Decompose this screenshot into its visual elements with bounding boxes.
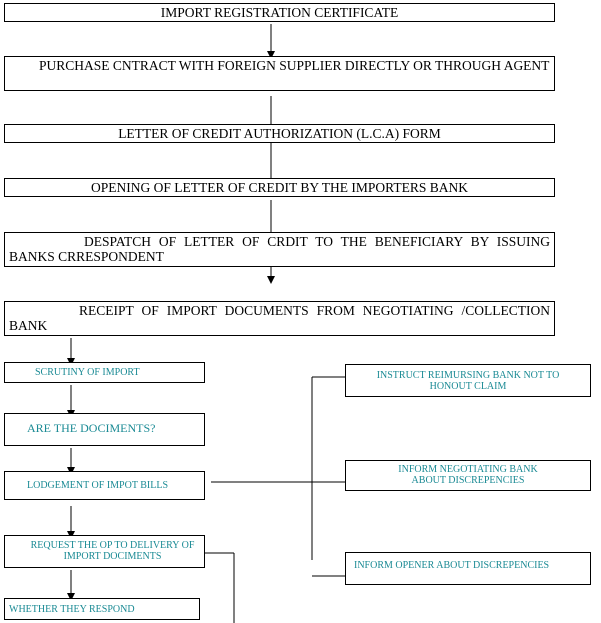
box-whether-respond: WHETHER THEY RESPOND <box>4 598 200 620</box>
box-scrutiny: SCRUTINY OF IMPORT <box>4 362 205 383</box>
box-instruct-reimbursing: INSTRUCT REIMURSING BANK NOT TO HONOUT C… <box>345 364 591 397</box>
step-import-registration: IMPORT REGISTRATION CERTIFICATE <box>4 3 555 22</box>
step-purchase-contract: PURCHASE CNTRACT WITH FOREIGN SUPPLIER D… <box>4 56 555 91</box>
box-inform-negotiating: INFORM NEGOTIATING BANK ABOUT DISCREPENC… <box>345 460 591 491</box>
box-request-delivery: REQUEST THE OP TO DELIVERY OF IMPORT DOC… <box>4 535 205 568</box>
step-despatch-lc: DESPATCH OF LETTER OF CRDIT TO THE BENEF… <box>4 232 555 267</box>
step-opening-lc: OPENING OF LETTER OF CREDIT BY THE IMPOR… <box>4 178 555 197</box>
step-receipt-docs: RECEIPT OF IMPORT DOCUMENTS FROM NEGOTIA… <box>4 301 555 336</box>
box-lodgement: LODGEMENT OF IMPOT BILLS <box>4 471 205 500</box>
step-lca-form: LETTER OF CREDIT AUTHORIZATION (L.C.A) F… <box>4 124 555 143</box>
box-inform-opener: INFORM OPENER ABOUT DISCREPENCIES <box>345 552 591 585</box>
box-are-documents: ARE THE DOCIMENTS? <box>4 413 205 446</box>
